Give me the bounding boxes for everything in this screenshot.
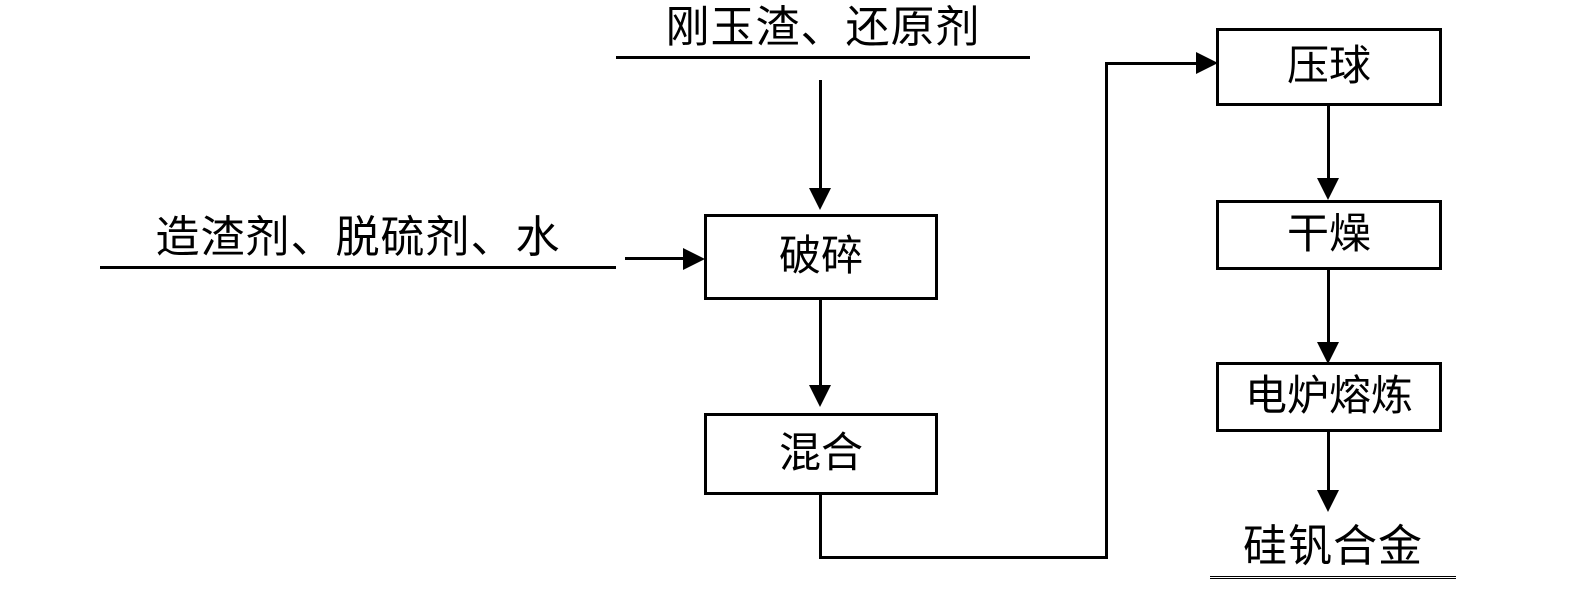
node-pelletize[interactable]: 压球: [1216, 28, 1442, 106]
output-label-product: 硅钒合金: [1210, 525, 1456, 579]
edge-pelletize-to-dry: [1327, 106, 1330, 182]
edge-crush-to-mix: [819, 300, 822, 388]
edge-mix-up-segment: [1105, 62, 1108, 559]
edge-smelt-to-product: [1327, 432, 1330, 495]
arrowhead-mix-to-pelletize: [1196, 52, 1218, 74]
edge-mix-down-segment: [819, 495, 822, 559]
edge-mix-to-pelletize-segment: [1105, 62, 1210, 65]
edge-dry-to-smelt: [1327, 270, 1330, 346]
node-mix[interactable]: 混合: [704, 413, 938, 495]
edge-top-input-to-crush: [819, 80, 822, 190]
node-smelt[interactable]: 电炉熔炼: [1216, 362, 1442, 432]
input-label-top: 刚玉渣、还原剂: [616, 6, 1030, 59]
arrowhead-smelt-to-product: [1317, 490, 1339, 512]
edge-mix-right-segment: [819, 556, 1108, 559]
arrowhead-crush-to-mix: [809, 385, 831, 407]
arrowhead-dry-to-smelt: [1317, 342, 1339, 364]
arrowhead-pelletize-to-dry: [1317, 178, 1339, 200]
input-label-left: 造渣剂、脱硫剂、水: [100, 216, 616, 269]
arrowhead-top-input-to-crush: [809, 188, 831, 210]
arrowhead-left-input-to-crush: [683, 248, 705, 270]
node-dry[interactable]: 干燥: [1216, 200, 1442, 270]
node-crush[interactable]: 破碎: [704, 214, 938, 300]
edge-left-input-to-crush: [625, 257, 685, 260]
